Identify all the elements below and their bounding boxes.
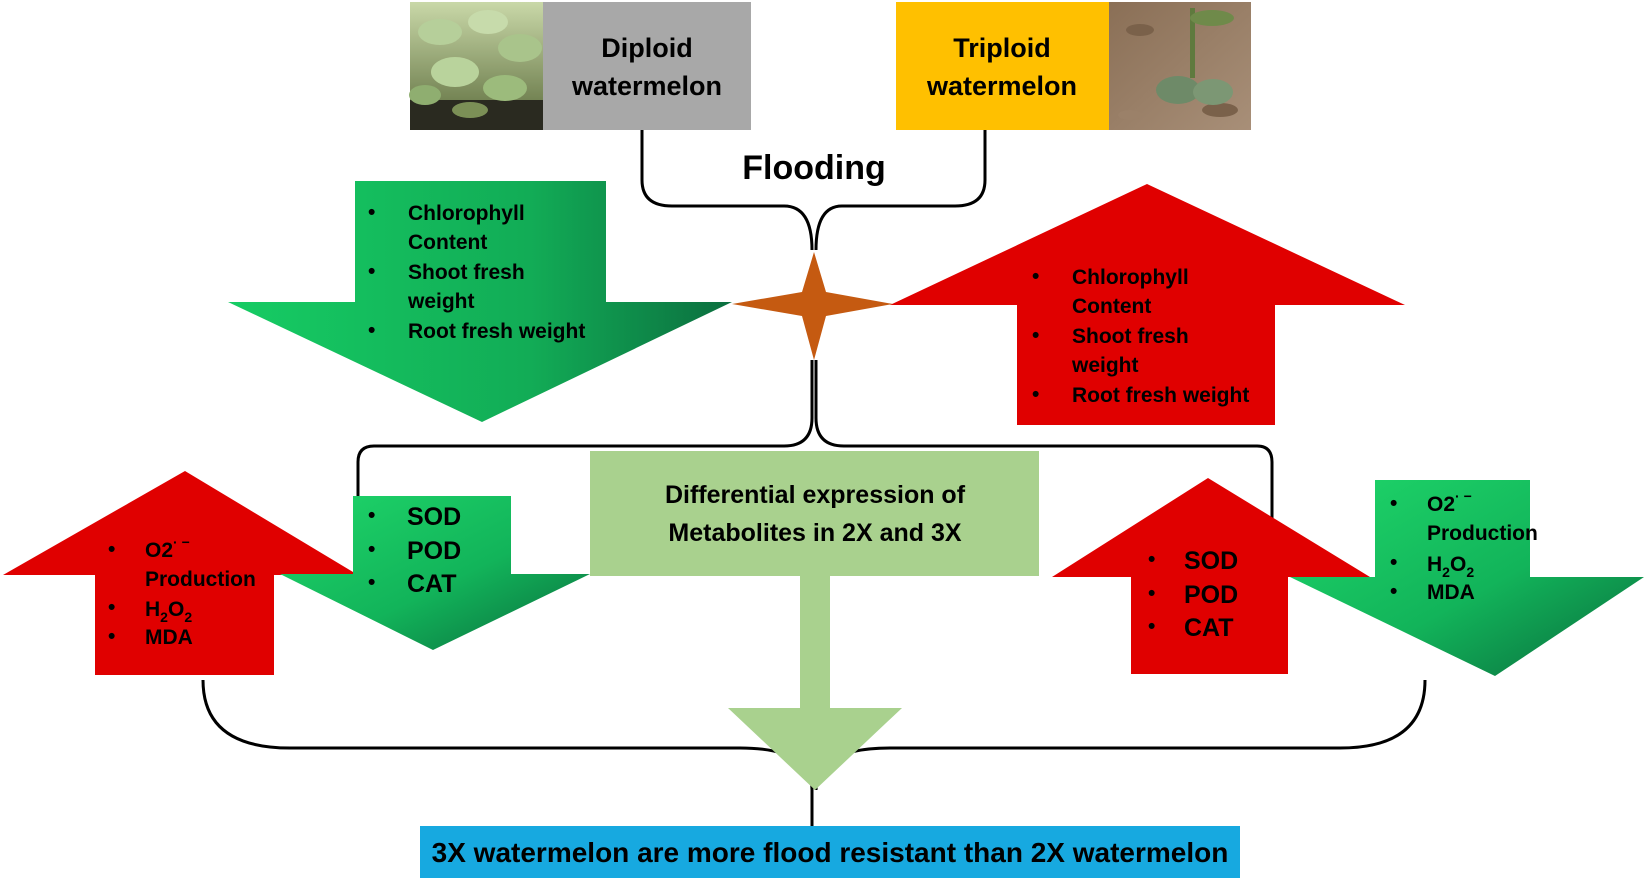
svg-text:•: • — [1148, 548, 1155, 571]
trait-root-weight: Root fresh weight — [1072, 384, 1249, 407]
svg-text:•: • — [108, 625, 115, 648]
center-line-1: Differential expression of — [665, 481, 966, 509]
svg-text:•: • — [1390, 580, 1397, 603]
center-box — [590, 451, 1039, 576]
svg-text:•: • — [368, 504, 375, 527]
diploid-label-2: watermelon — [571, 71, 722, 101]
diploid-label-1: Diploid — [601, 33, 692, 63]
svg-text:•: • — [1148, 582, 1155, 605]
triploid-growth-traits: • Chlorophyll Content • Shoot fresh weig… — [1032, 265, 1249, 407]
svg-text:Production: Production — [145, 568, 256, 591]
svg-text:Content: Content — [1072, 295, 1151, 318]
top-bracket — [640, 130, 987, 251]
trait-chlorophyll: Chlorophyll — [408, 202, 525, 225]
enzyme-pod: POD — [407, 537, 461, 565]
diploid-photo — [409, 2, 543, 130]
four-point-star-icon — [732, 252, 893, 360]
triploid-growth-up-arrow — [890, 184, 1405, 425]
enzyme-cat: CAT — [1184, 614, 1234, 642]
svg-text:•: • — [368, 201, 375, 224]
triploid-ros-list: • O2· − Production • H2O2 • MDA — [1390, 488, 1538, 604]
triploid-label-2: watermelon — [926, 71, 1077, 101]
svg-text:•: • — [368, 538, 375, 561]
trait-root-weight: Root fresh weight — [408, 320, 585, 343]
enzyme-sod: SOD — [407, 503, 461, 531]
center-line-2: Metabolites in 2X and 3X — [668, 519, 961, 547]
trait-chlorophyll: Chlorophyll — [1072, 266, 1189, 289]
center-down-arrow — [728, 576, 902, 790]
svg-text:•: • — [1032, 383, 1039, 406]
svg-text:Production: Production — [1427, 522, 1538, 545]
trait-shoot-weight: Shoot fresh — [1072, 325, 1189, 348]
svg-text:•: • — [1390, 492, 1397, 515]
enzyme-cat: CAT — [407, 570, 457, 598]
triploid-ros-down-arrow — [1290, 480, 1644, 676]
svg-text:O2· −: O2· − — [1427, 488, 1472, 516]
svg-text:weight: weight — [1071, 354, 1139, 377]
triploid-antioxidant-list: • SOD • POD • CAT — [1148, 547, 1238, 642]
svg-text:weight: weight — [407, 290, 475, 313]
stress-label: Flooding — [742, 149, 886, 187]
triploid-label-1: Triploid — [953, 33, 1051, 63]
svg-text:O2· −: O2· − — [145, 534, 190, 562]
svg-text:MDA: MDA — [1427, 581, 1475, 604]
diploid-growth-traits: • Chlorophyll Content • Shoot fresh weig… — [368, 201, 585, 343]
svg-text:•: • — [1032, 265, 1039, 288]
middle-bracket — [356, 360, 1274, 523]
svg-text:•: • — [368, 571, 375, 594]
triploid-photo — [1109, 2, 1251, 130]
svg-text:H2O2: H2O2 — [145, 598, 192, 625]
trait-shoot-weight: Shoot fresh — [408, 261, 525, 284]
diploid-antioxidant-list: • SOD • POD • CAT — [368, 503, 461, 598]
conclusion-text: 3X watermelon are more flood resistant t… — [432, 837, 1229, 868]
svg-text:•: • — [368, 260, 375, 283]
svg-text:•: • — [1390, 551, 1397, 574]
diploid-ros-list: • O2· − Production • H2O2 • MDA — [108, 534, 256, 649]
diploid-growth-down-arrow — [228, 181, 732, 422]
svg-text:•: • — [1032, 324, 1039, 347]
triploid-antioxidant-up-arrow — [1052, 478, 1370, 674]
diploid-antioxidant-down-arrow — [280, 496, 590, 650]
svg-text:•: • — [108, 596, 115, 619]
svg-text:H2O2: H2O2 — [1427, 553, 1474, 580]
enzyme-pod: POD — [1184, 581, 1238, 609]
svg-text:•: • — [368, 319, 375, 342]
conclusion-box — [420, 826, 1240, 878]
diploid-box — [543, 2, 751, 130]
svg-text:Content: Content — [408, 231, 487, 254]
diploid-ros-up-arrow — [3, 471, 358, 675]
svg-text:•: • — [1148, 615, 1155, 638]
svg-text:•: • — [108, 538, 115, 561]
svg-text:MDA: MDA — [145, 626, 193, 649]
triploid-box — [896, 2, 1109, 130]
enzyme-sod: SOD — [1184, 547, 1238, 575]
